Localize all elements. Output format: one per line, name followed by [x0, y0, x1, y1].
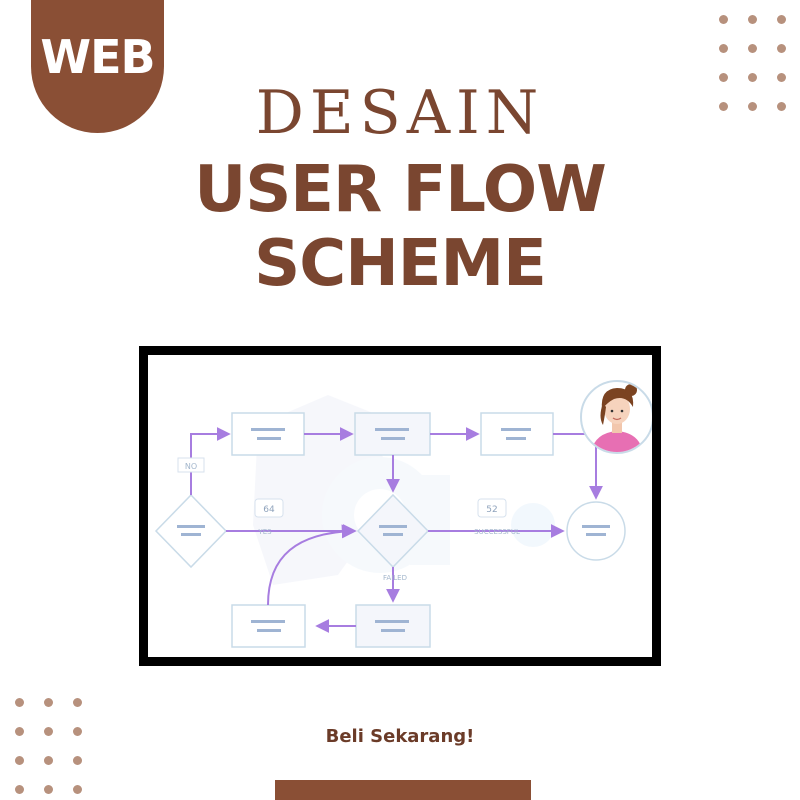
decorative-dots-top-right [719, 15, 786, 111]
title-line-2: USER FLOW [194, 153, 607, 227]
label-failed: FAILED [383, 574, 407, 582]
svg-text:SUCCESSFUL: SUCCESSFUL [474, 528, 520, 536]
flow-arrows [190, 427, 603, 633]
badge-label: WEB [40, 30, 155, 84]
svg-text:YES: YES [257, 528, 272, 536]
buy-now-link[interactable]: Beli Sekarang! [325, 726, 475, 747]
web-badge: WEB [31, 0, 164, 133]
decorative-dots-bottom-left [15, 698, 82, 794]
decision-node-left [154, 493, 228, 569]
process-node-top-2 [354, 412, 431, 456]
end-node-circle [566, 501, 626, 561]
process-node-bottom-right [355, 604, 431, 648]
svg-text:NO: NO [185, 462, 197, 471]
process-node-top-3 [480, 412, 554, 456]
process-node-top-1 [231, 412, 305, 456]
svg-text:52: 52 [486, 505, 497, 515]
bottom-accent-bar [275, 780, 531, 800]
flow-diagram: NO YES SUCCESSFUL FAILED 64 52 [154, 380, 652, 648]
svg-text:FAILED: FAILED [383, 574, 407, 582]
label-successful: SUCCESSFUL [474, 528, 520, 536]
count-badge-52: 52 [477, 498, 507, 518]
label-yes: YES [257, 528, 272, 536]
count-badge-64: 64 [254, 498, 284, 518]
svg-text:64: 64 [263, 505, 275, 515]
process-node-bottom-left [231, 604, 306, 648]
flow-diagram-image: NO YES SUCCESSFUL FAILED 64 52 [139, 346, 661, 666]
title-line-3: SCHEME [254, 227, 547, 301]
label-no: NO [177, 457, 205, 473]
user-avatar [580, 380, 652, 454]
title-line-1: DESAIN [255, 78, 545, 148]
